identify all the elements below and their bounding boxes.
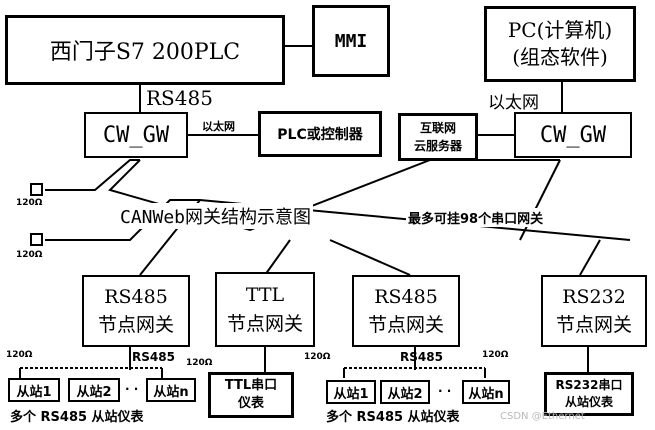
bus2-slave-n: 从站n xyxy=(462,380,510,404)
ohm-label-left-1: 120Ω xyxy=(16,198,43,208)
rs232-meter-line2: 从站仪表 xyxy=(564,395,613,409)
gateway-left-label: CW_GW xyxy=(102,122,170,148)
cloud-label-line1: 互联网 xyxy=(419,121,456,135)
bus1-slave-2-label: 从站2 xyxy=(76,384,112,400)
bus1-slave-n: 从站n xyxy=(146,378,196,402)
plc-box: 西门子S7 200PLC xyxy=(5,15,285,85)
can-bus-drop-3 xyxy=(329,239,411,276)
bus2-slave-2-label: 从站2 xyxy=(387,386,423,402)
ethernet-right-label: 以太网 xyxy=(488,93,539,113)
pc-label-line1: PC(计算机) xyxy=(507,18,613,42)
node-gateway-ttl: TTL 节点网关 xyxy=(215,272,315,347)
bus1-slave-2: 从站2 xyxy=(68,378,120,402)
node3-label-line2: 节点网关 xyxy=(367,314,444,336)
bus1-slave-1: 从站1 xyxy=(8,378,60,402)
can-bus-line-2b xyxy=(519,159,561,241)
plc-label: 西门子S7 200PLC xyxy=(49,40,241,65)
node1-label-line1: RS485 xyxy=(104,286,168,308)
ohm-label-left-2: 120Ω xyxy=(16,250,43,260)
cloud-label-line2: 云服务器 xyxy=(413,139,462,153)
bus1-ohm-left: 120Ω xyxy=(6,350,33,360)
node2-label-line2: 节点网关 xyxy=(226,312,303,335)
can-bus-drop-2 xyxy=(264,239,291,276)
bus2-slave-2: 从站2 xyxy=(380,380,430,404)
node-gateway-rs232: RS232 节点网关 xyxy=(541,275,647,347)
max-gateways-label: 最多可挂98个串口网关 xyxy=(406,208,546,227)
node4-label-line2: 节点网关 xyxy=(555,314,632,336)
diagram-title: CANWeb网关结构示意图 xyxy=(118,203,314,229)
bus1-ohm-right: 120Ω xyxy=(186,358,213,368)
node-gateway-rs485-2: RS485 节点网关 xyxy=(352,275,460,347)
pc-label-line2: (组态软件) xyxy=(512,45,608,69)
node4-label-line1: RS232 xyxy=(562,286,626,308)
terminator-resistor-2 xyxy=(30,233,43,246)
node2-label-line1: TTL xyxy=(245,283,285,306)
bus2-rs485-label: RS485 xyxy=(400,350,443,364)
plc-controller-box: PLC或控制器 xyxy=(258,111,382,157)
mmi-label: MMI xyxy=(334,30,368,52)
bus1-dots: · · xyxy=(125,382,139,396)
plc-controller-label: PLC或控制器 xyxy=(277,127,363,143)
bus1-slave-n-label: 从站n xyxy=(153,384,189,400)
bus2-slave-1: 从站1 xyxy=(326,380,376,404)
pc-box: PC(计算机) (组态软件) xyxy=(484,6,636,82)
watermark: CSDN @Ethernet xyxy=(500,411,585,422)
ethernet-mid-label: 以太网 xyxy=(202,120,235,133)
bus1-slave-1-label: 从站1 xyxy=(16,384,52,400)
can-bus-line-1a xyxy=(45,159,140,191)
node3-label-line1: RS485 xyxy=(374,286,438,308)
rs232-meter-line1: RS232串口 xyxy=(555,378,623,392)
rs485-top-label: RS485 xyxy=(146,86,213,110)
bus2-slave-1-label: 从站1 xyxy=(333,386,369,402)
gateway-left: CW_GW xyxy=(84,112,188,158)
ttl-meter-line1: TTL串口 xyxy=(224,378,278,393)
node1-label-line2: 节点网关 xyxy=(97,314,174,336)
gateway-right: CW_GW xyxy=(514,112,632,158)
gateway-right-label: CW_GW xyxy=(539,122,607,148)
bus1-caption: 多个 RS485 从站仪表 xyxy=(10,410,144,425)
bus2-slave-n-label: 从站n xyxy=(468,386,504,402)
cloud-server-box: 互联网 云服务器 xyxy=(398,113,478,161)
bus2-caption: 多个 RS485 从站仪表 xyxy=(326,410,460,425)
rs232-meter-box: RS232串口 从站仪表 xyxy=(544,372,634,416)
terminator-resistor-1 xyxy=(30,183,43,196)
bus1-rs485-label: RS485 xyxy=(132,350,175,364)
can-bus-drop-4 xyxy=(579,239,601,276)
ttl-meter-line2: 仪表 xyxy=(237,396,264,411)
bus2-dots: · · xyxy=(438,384,452,398)
bus2-ohm-left: 120Ω xyxy=(304,352,331,362)
node-gateway-rs485-1: RS485 节点网关 xyxy=(82,275,190,347)
mmi-box: MMI xyxy=(312,5,390,77)
bus2-ohm-right: 120Ω xyxy=(482,350,509,360)
ttl-meter-box: TTL串口 仪表 xyxy=(208,372,294,418)
